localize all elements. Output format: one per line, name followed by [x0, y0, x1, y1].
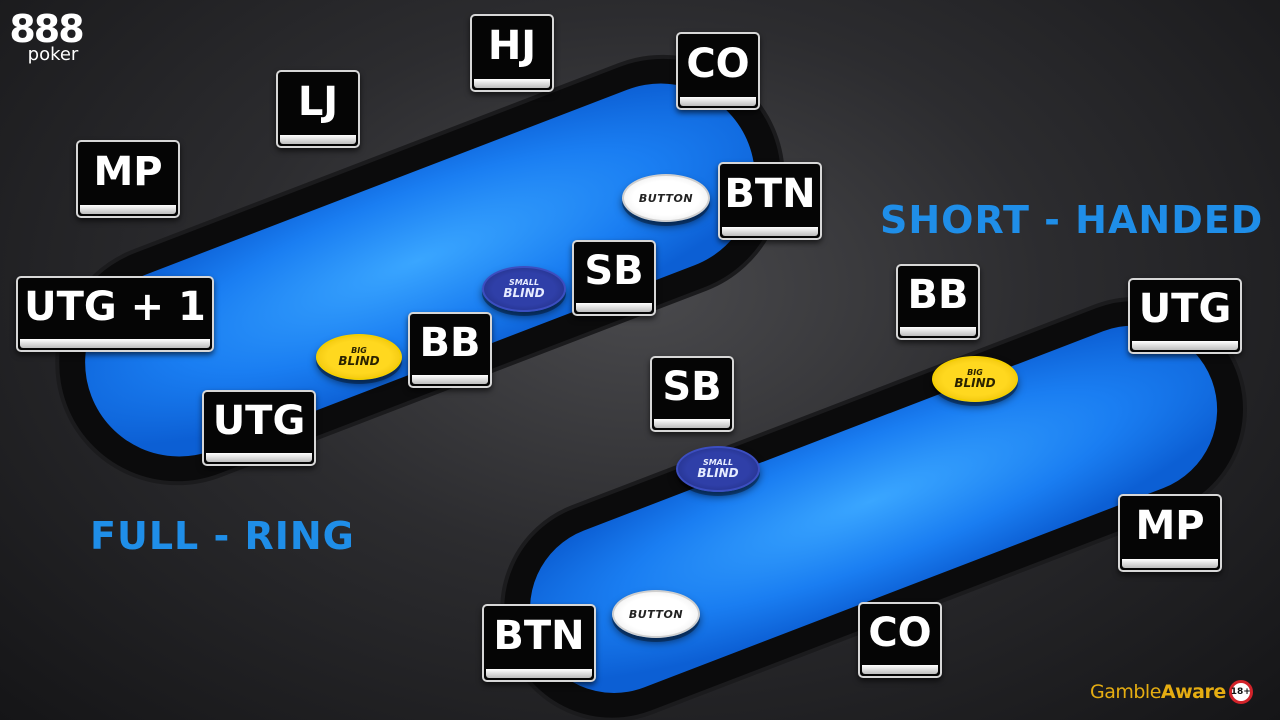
seat-label: BB [419, 320, 481, 366]
chip-label-bottom: BLIND [954, 376, 996, 390]
full-ring-seat-utg1: UTG + 1 [16, 276, 214, 352]
full-ring-seat-lj: LJ [276, 70, 360, 148]
seat-label: SB [584, 248, 644, 294]
gamble-text: Gamble [1090, 681, 1161, 703]
short-handed-big-blind-chip: BIG BLIND [932, 356, 1018, 402]
short-handed-button-chip: BUTTON [612, 590, 700, 638]
short-handed-heading: SHORT - HANDED [880, 198, 1264, 242]
full-ring-small-blind-chip: SMALL BLIND [482, 266, 566, 312]
short-handed-seat-bb: BB [896, 264, 980, 340]
aware-text: Aware [1160, 681, 1226, 703]
full-ring-big-blind-chip: BIG BLIND [316, 334, 402, 380]
seat-label: LJ [297, 79, 339, 125]
logo-number: 888 [9, 7, 84, 51]
seat-label: UTG + 1 [24, 284, 206, 330]
seat-label: MP [93, 149, 163, 195]
full-ring-seat-utg: UTG [202, 390, 316, 466]
seat-label: CO [868, 610, 932, 656]
full-ring-heading: FULL - RING [90, 514, 355, 558]
chip-label: BUTTON [628, 607, 684, 621]
short-handed-seat-sb: SB [650, 356, 734, 432]
full-ring-seat-btn: BTN [718, 162, 822, 240]
seat-label: UTG [212, 398, 306, 444]
seat-label: HJ [487, 23, 537, 69]
age-restriction-badge: 18+ [1228, 680, 1253, 704]
logo-word: poker [27, 44, 79, 65]
short-handed-seat-btn: BTN [482, 604, 596, 682]
seat-label: CO [686, 41, 750, 87]
short-handed-seat-co: CO [858, 602, 942, 678]
short-handed-seat-utg: UTG [1128, 278, 1242, 354]
chip-label-bottom: BLIND [697, 466, 739, 480]
seat-label: BTN [493, 613, 585, 659]
short-handed-small-blind-chip: SMALL BLIND [676, 446, 760, 492]
seat-label: MP [1135, 503, 1205, 549]
full-ring-button-chip: BUTTON [622, 174, 710, 222]
full-ring-seat-co: CO [676, 32, 760, 110]
full-ring-seat-mp: MP [76, 140, 180, 218]
seat-label: SB [662, 364, 722, 410]
seat-label: BTN [724, 171, 816, 217]
chip-label: BUTTON [638, 191, 694, 205]
chip-label-bottom: BLIND [503, 286, 545, 300]
seat-label: BB [907, 272, 969, 318]
chip-label-top: SMALL [702, 458, 734, 467]
chip-label-top: BIG [351, 346, 367, 355]
seat-label: UTG [1138, 286, 1232, 332]
gambleaware-logo: Gamble Aware 18+ [1090, 678, 1253, 706]
chip-label-bottom: BLIND [338, 354, 380, 368]
full-ring-seat-sb: SB [572, 240, 656, 316]
full-ring-seat-hj: HJ [470, 14, 554, 92]
888poker-logo: 888 poker [8, 10, 84, 64]
short-handed-seat-mp: MP [1118, 494, 1222, 572]
chip-label-top: SMALL [508, 278, 540, 287]
full-ring-seat-bb: BB [408, 312, 492, 388]
chip-label-top: BIG [967, 368, 983, 377]
